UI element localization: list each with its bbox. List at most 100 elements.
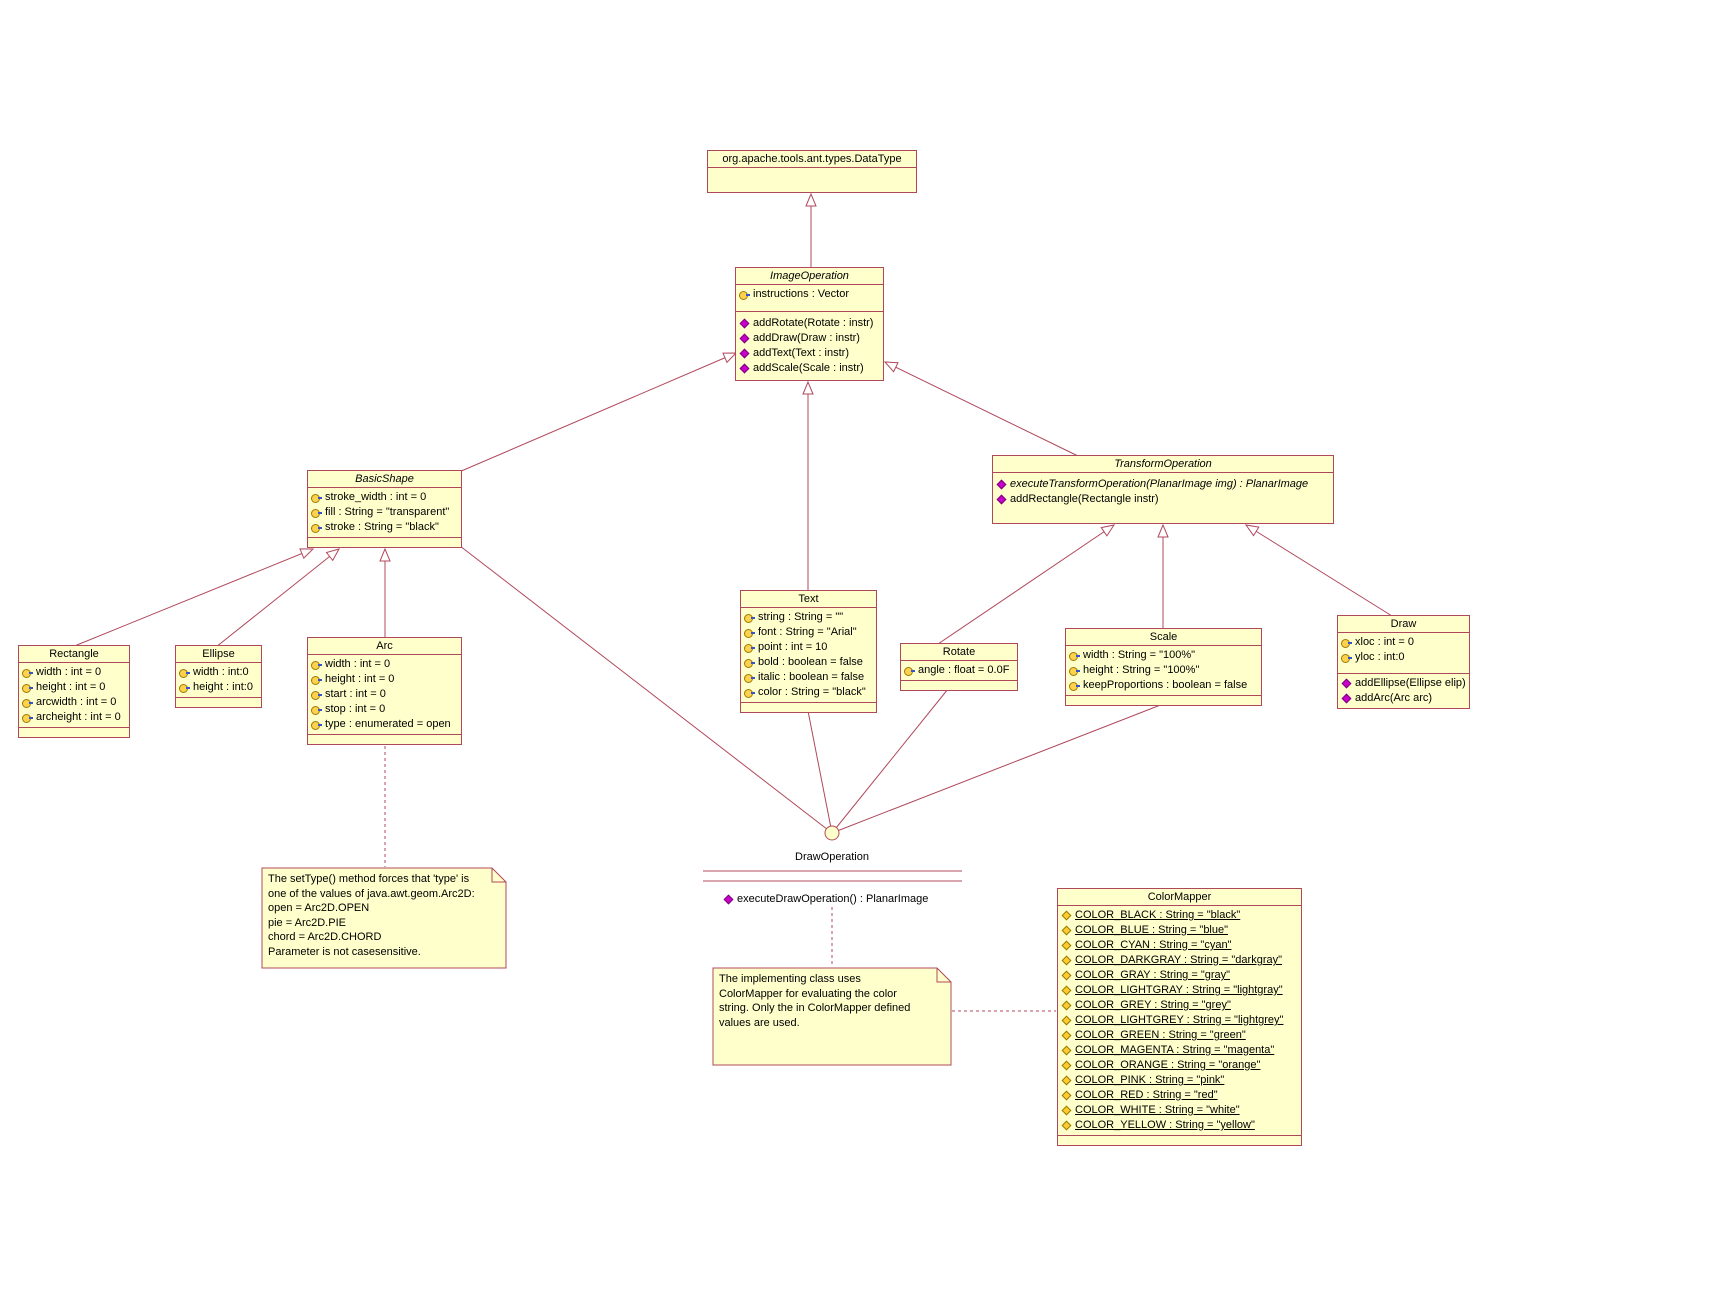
- note-colormapper-shape[interactable]: [712, 967, 952, 1066]
- operation-icon: [723, 894, 734, 905]
- operation-row: addRectangle(Rectangle instr): [996, 492, 1330, 507]
- attribute-row: point : int = 10: [744, 640, 873, 655]
- operation-icon: [739, 363, 750, 374]
- attribute-row: bold : boolean = false: [744, 655, 873, 670]
- constant: COLOR_BLUE : String = "blue": [1075, 924, 1229, 936]
- attribute: width : String = "100%": [1083, 649, 1196, 661]
- class-name: TransformOperation: [993, 456, 1333, 473]
- constant-row: COLOR_PINK : String = "pink": [1061, 1073, 1298, 1088]
- note-arc-shape[interactable]: [261, 867, 507, 969]
- attribute-icon: [311, 659, 322, 670]
- attribute-row: height : String = "100%": [1069, 663, 1258, 678]
- attribute-icon: [1341, 637, 1352, 648]
- constant-row: COLOR_GREEN : String = "green": [1061, 1028, 1298, 1043]
- attribute: font : String = "Arial": [758, 626, 857, 638]
- operations-compartment: [308, 734, 461, 744]
- class-box-draw[interactable]: Draw xloc : int = 0 yloc : int:0 addElli…: [1337, 615, 1470, 709]
- attribute-icon: [904, 665, 915, 676]
- note-arc-text[interactable]: The setType() method forces that 'type' …: [268, 873, 475, 958]
- attribute-row: width : String = "100%": [1069, 648, 1258, 663]
- generalization-draw-transformoperation: [1244, 524, 1393, 617]
- constant: COLOR_RED : String = "red": [1075, 1089, 1218, 1101]
- operations-compartment: [176, 697, 261, 707]
- operation-row: addDraw(Draw : instr): [739, 331, 880, 346]
- operation-icon: [1341, 678, 1352, 689]
- attribute: arcwidth : int = 0: [36, 696, 117, 708]
- attribute-row: arcwidth : int = 0: [22, 695, 126, 710]
- class-box-ellipse[interactable]: Ellipse width : int:0 height : int:0: [175, 645, 262, 708]
- class-box-scale[interactable]: Scale width : String = "100%" height : S…: [1065, 628, 1262, 706]
- attribute: width : int:0: [193, 666, 249, 678]
- attribute-row: instructions : Vector: [739, 287, 880, 302]
- usage-rotate-drawoperation: [831, 688, 949, 834]
- constant-icon: [1061, 910, 1072, 921]
- class-box-imageoperation[interactable]: ImageOperation instructions : Vector add…: [735, 267, 884, 381]
- attributes-compartment: instructions : Vector: [736, 285, 883, 311]
- attributes-compartment: string : String = "" font : String = "Ar…: [741, 608, 876, 702]
- attribute-icon: [1069, 650, 1080, 661]
- generalization-transformoperation-imageoperation: [883, 361, 1079, 457]
- operations-compartment: executeTransformOperation(PlanarImage im…: [993, 473, 1333, 523]
- attribute-icon: [311, 507, 322, 518]
- operation: addText(Text : instr): [753, 347, 849, 359]
- attribute-row: string : String = "": [744, 610, 873, 625]
- class-box-datatype[interactable]: org.apache.tools.ant.types.DataType: [707, 150, 917, 193]
- attributes-compartment: COLOR_BLACK : String = "black" COLOR_BLU…: [1058, 906, 1301, 1135]
- attribute-icon: [22, 667, 33, 678]
- operation-row: executeTransformOperation(PlanarImage im…: [996, 477, 1330, 492]
- attribute-row: height : int:0: [179, 680, 258, 695]
- class-box-text[interactable]: Text string : String = "" font : String …: [740, 590, 877, 713]
- attribute-icon: [744, 642, 755, 653]
- constant: COLOR_CYAN : String = "cyan": [1075, 939, 1232, 951]
- attribute: bold : boolean = false: [758, 656, 863, 668]
- operation: addRotate(Rotate : instr): [753, 317, 874, 329]
- operation-row: addRotate(Rotate : instr): [739, 316, 880, 331]
- attribute: stop : int = 0: [325, 703, 386, 715]
- attribute-icon: [311, 704, 322, 715]
- operation: addEllipse(Ellipse elip): [1355, 677, 1466, 689]
- class-box-colormapper[interactable]: ColorMapper COLOR_BLACK : String = "blac…: [1057, 888, 1302, 1146]
- class-box-basicshape[interactable]: BasicShape stroke_width : int = 0 fill :…: [307, 470, 462, 548]
- constant-row: COLOR_LIGHTGREY : String = "lightgrey": [1061, 1013, 1298, 1028]
- attribute-row: italic : boolean = false: [744, 670, 873, 685]
- interface-name[interactable]: DrawOperation: [795, 851, 869, 863]
- constant-row: COLOR_LIGHTGRAY : String = "lightgray": [1061, 983, 1298, 998]
- operation: addDraw(Draw : instr): [753, 332, 860, 344]
- operation-row: addScale(Scale : instr): [739, 361, 880, 376]
- constant-icon: [1061, 940, 1072, 951]
- attribute-row: width : int = 0: [22, 665, 126, 680]
- attribute-icon: [1069, 665, 1080, 676]
- attribute: width : int = 0: [325, 658, 391, 670]
- class-name: Rotate: [901, 644, 1017, 661]
- constant-icon: [1061, 1105, 1072, 1116]
- class-name: Rectangle: [19, 646, 129, 663]
- constant: COLOR_GREY : String = "grey": [1075, 999, 1231, 1011]
- constant: COLOR_LIGHTGRAY : String = "lightgray": [1075, 984, 1283, 996]
- operations-compartment: [1058, 1135, 1301, 1145]
- constant-icon: [1061, 1075, 1072, 1086]
- attribute-icon: [179, 682, 190, 693]
- class-box-transformoperation[interactable]: TransformOperation executeTransformOpera…: [992, 455, 1334, 524]
- class-box-arc[interactable]: Arc width : int = 0 height : int = 0 sta…: [307, 637, 462, 745]
- class-name: Scale: [1066, 629, 1261, 646]
- constant: COLOR_ORANGE : String = "orange": [1075, 1059, 1261, 1071]
- class-box-rotate[interactable]: Rotate angle : float = 0.0F: [900, 643, 1018, 691]
- constant: COLOR_PINK : String = "pink": [1075, 1074, 1225, 1086]
- attribute-row: archeight : int = 0: [22, 710, 126, 725]
- constant: COLOR_GREEN : String = "green": [1075, 1029, 1246, 1041]
- drawoperation-interface-circle[interactable]: [824, 825, 840, 841]
- attribute-row: start : int = 0: [311, 687, 458, 702]
- attribute: string : String = "": [758, 611, 844, 623]
- attribute: fill : String = "transparent": [325, 506, 450, 518]
- constant: COLOR_GRAY : String = "gray": [1075, 969, 1231, 981]
- attribute: height : int = 0: [325, 673, 395, 685]
- note-colormapper-fold-icon: [936, 968, 951, 983]
- constant-icon: [1061, 925, 1072, 936]
- attribute-icon: [311, 522, 322, 533]
- constant-row: COLOR_WHITE : String = "white": [1061, 1103, 1298, 1118]
- class-box-rectangle[interactable]: Rectangle width : int = 0 height : int =…: [18, 645, 130, 738]
- attribute-icon: [311, 674, 322, 685]
- attribute-row: height : int = 0: [311, 672, 458, 687]
- attribute: height : int:0: [193, 681, 253, 693]
- note-colormapper-text[interactable]: The implementing class uses ColorMapper …: [719, 973, 911, 1029]
